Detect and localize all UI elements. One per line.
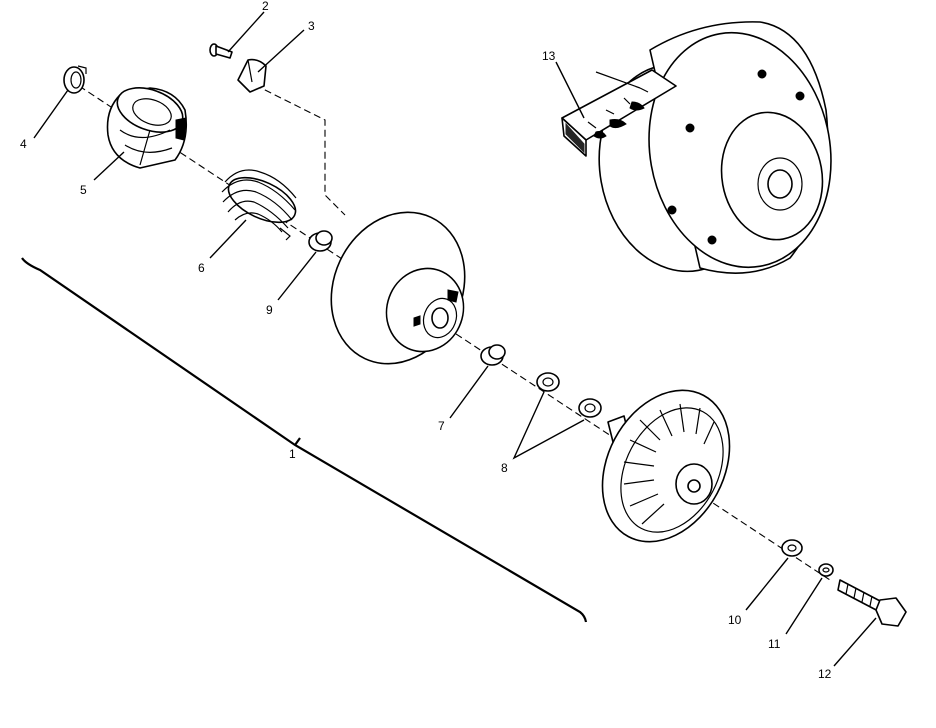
callout-10: 10 <box>728 613 742 627</box>
callout-2: 2 <box>262 0 269 13</box>
leader-11 <box>785 577 823 635</box>
drive-belt-part-13 <box>561 69 677 157</box>
fixed-sheave <box>601 389 731 543</box>
leader-10 <box>745 557 789 611</box>
callout-5: 5 <box>80 183 87 197</box>
leader-4 <box>33 89 69 139</box>
lock-washer-part-11 <box>818 563 834 577</box>
screw-part-2 <box>209 43 233 59</box>
snap-ring-part-4 <box>63 65 87 94</box>
bushing-part-7 <box>480 344 506 366</box>
washer-part-10 <box>781 539 803 557</box>
leader-5 <box>93 151 125 181</box>
callout-11: 11 <box>768 637 781 651</box>
assembled-clutch <box>598 21 832 274</box>
callout-6: 6 <box>198 261 205 275</box>
callout-1: 1 <box>289 447 296 461</box>
callout-13: 13 <box>542 49 556 63</box>
assembly-bracket <box>21 257 588 623</box>
assembly-bracket-tick <box>294 437 301 446</box>
helix-cam-part-5 <box>106 87 188 169</box>
pin-axis <box>254 84 346 216</box>
bolt-part-12 <box>837 579 907 627</box>
movable-sheave <box>330 211 466 365</box>
bushing-part-9 <box>308 230 333 252</box>
callout-3: 3 <box>308 19 315 33</box>
callout-12: 12 <box>818 667 832 681</box>
callout-8: 8 <box>501 461 508 475</box>
leader-12 <box>833 617 877 667</box>
ramp-button-part-3 <box>237 58 267 93</box>
leader-8 <box>512 391 585 460</box>
spring-part-6 <box>221 169 297 241</box>
leader-7 <box>449 365 489 419</box>
callout-9: 9 <box>266 303 273 317</box>
washers-part-8 <box>536 372 602 418</box>
leader-9 <box>277 251 317 301</box>
leader-2 <box>227 11 265 53</box>
callout-7: 7 <box>438 419 445 433</box>
leader-6 <box>209 219 247 259</box>
leader-13 <box>555 61 585 119</box>
callout-4: 4 <box>20 137 27 151</box>
leader-3 <box>257 29 305 73</box>
